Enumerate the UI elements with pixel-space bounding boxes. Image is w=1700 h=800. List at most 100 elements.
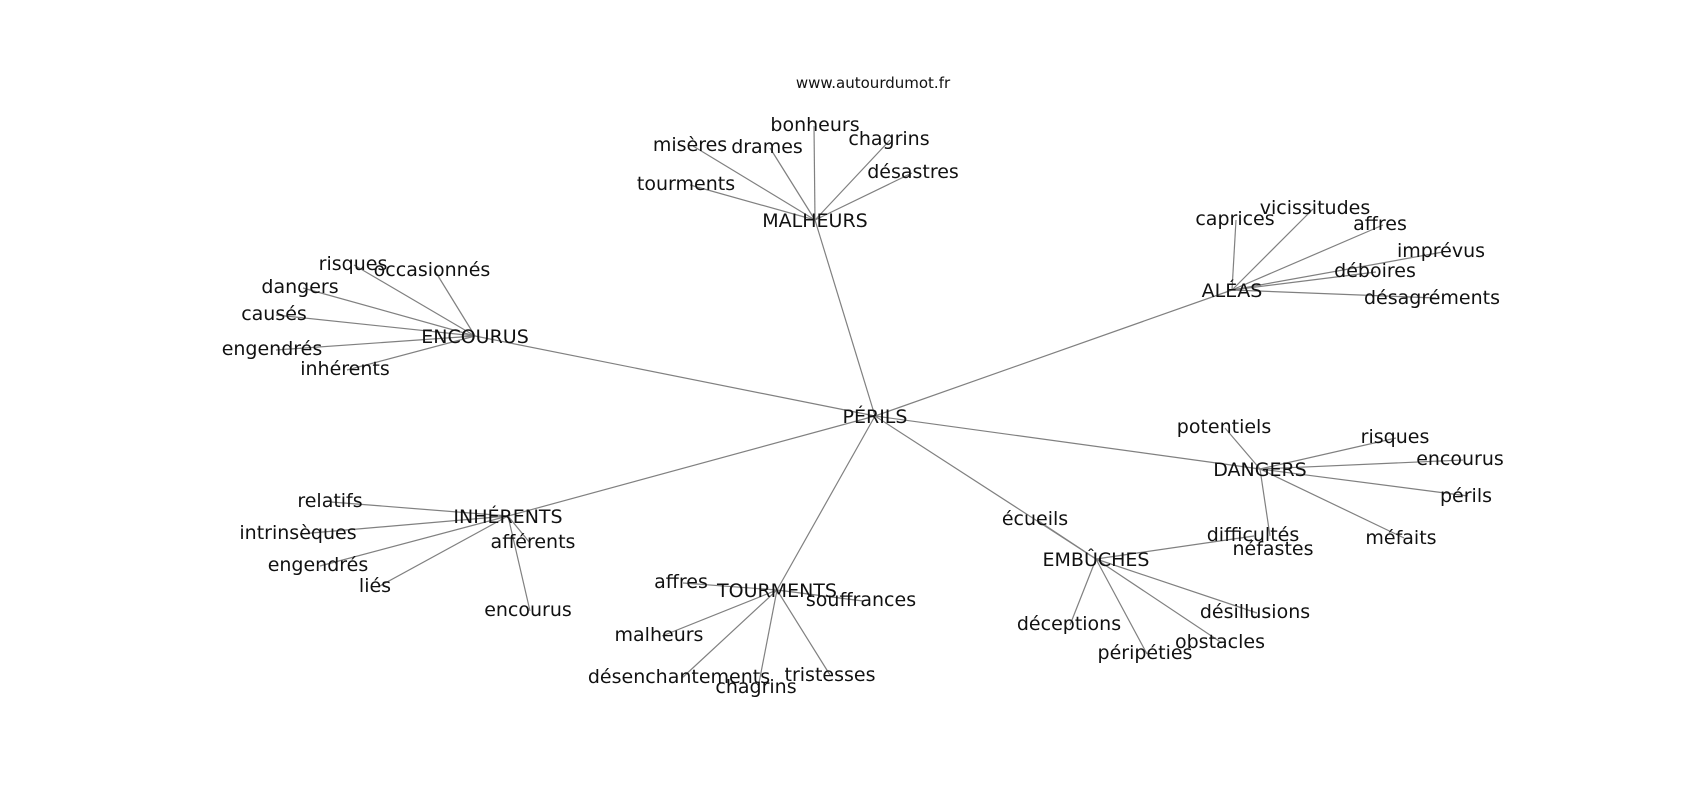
word-node-dangers-encourus: encourus <box>1416 448 1504 470</box>
edge-inherents-afferents <box>507 515 531 544</box>
word-node-aleas-desagrements: désagréments <box>1364 287 1500 309</box>
edge-embuches-deceptions <box>1069 558 1097 626</box>
edge-inherents-engendres <box>319 515 509 567</box>
edge-tourments-chagrins <box>757 589 778 689</box>
word-node-dangers-potentiels: potentiels <box>1177 416 1271 438</box>
word-node-malheurs-desastres: désastres <box>867 161 959 183</box>
word-node-aleas-imprevus: imprévus <box>1397 240 1485 262</box>
word-node-aleas-caprices: caprices <box>1195 208 1274 230</box>
graph-edges <box>275 125 1469 689</box>
word-node-encourus-engendres: engendrés <box>222 338 323 360</box>
edge-malheurs-drames <box>769 147 816 221</box>
hub-node-encourus: ENCOURUS <box>421 326 529 348</box>
word-node-tourments-chagrins: chagrins <box>715 676 796 698</box>
word-node-embuches-deceptions: déceptions <box>1017 613 1121 635</box>
word-node-encourus-causes: causés <box>241 303 307 325</box>
edge-dangers-mefaits <box>1259 468 1405 539</box>
edge-aleas-vicissitudes <box>1231 208 1314 291</box>
edge-embuches-difficultes <box>1095 535 1255 560</box>
edge-malheurs-tourments <box>689 184 816 221</box>
center-node: PÉRILS <box>843 405 908 428</box>
edge-embuches-obstacles <box>1095 558 1223 644</box>
edge-inherents-encourus <box>507 515 531 612</box>
hub-node-tourments: TOURMENTS <box>716 580 837 602</box>
word-node-tourments-malheurs: malheurs <box>615 624 704 646</box>
word-node-aleas-affres: affres <box>1353 213 1407 235</box>
edge-aleas-desagrements <box>1231 289 1437 299</box>
edge-encourus-engendres <box>275 335 476 351</box>
word-node-encourus-dangers: dangers <box>261 276 338 298</box>
word-node-embuches-ecueils: écueils <box>1002 508 1068 530</box>
word-node-inherents-intrinseques: intrinsèques <box>239 522 356 544</box>
word-node-inherents-relatifs: relatifs <box>297 490 362 512</box>
edge-malheurs-chagrins <box>814 139 891 221</box>
word-node-embuches-peripeties: péripéties <box>1098 642 1193 664</box>
edge-encourus-causes <box>275 314 476 337</box>
word-node-tourments-affres: affres <box>654 571 708 593</box>
word-node-tourments-desenchantements: désenchantements <box>588 666 770 688</box>
edge-tourments-affres <box>682 582 778 591</box>
edge-tourments-desenchantements <box>681 589 778 679</box>
edge-center-malheurs <box>814 219 876 417</box>
edge-inherents-intrinseques <box>299 515 509 535</box>
word-node-dangers-mefaits: méfaits <box>1365 527 1436 549</box>
word-node-malheurs-miseres: misères <box>653 134 727 156</box>
hub-node-malheurs: MALHEURS <box>762 210 867 232</box>
hub-node-dangers: DANGERS <box>1213 459 1307 481</box>
word-node-embuches-desillusions: désillusions <box>1200 601 1310 623</box>
edge-inherents-lies <box>377 515 509 588</box>
word-node-aleas-deboires: déboires <box>1334 260 1416 282</box>
edge-dangers-potentiels <box>1224 427 1261 470</box>
edge-embuches-peripeties <box>1095 558 1148 655</box>
edge-malheurs-miseres <box>692 145 816 221</box>
word-node-malheurs-bonheurs: bonheurs <box>770 114 859 136</box>
word-node-encourus-occasionnes: occasionnés <box>374 259 491 281</box>
edge-tourments-souffrances <box>776 589 864 602</box>
edge-encourus-risques <box>353 264 476 337</box>
edge-inherents-relatifs <box>330 501 509 517</box>
edge-aleas-deboires <box>1231 271 1377 291</box>
graph-labels: www.autourdumot.fr MALHEURS bonheurs misèr… <box>222 74 1504 698</box>
hub-node-aleas: ALÉAS <box>1202 279 1263 302</box>
word-node-dangers-perils: périls <box>1440 485 1492 507</box>
word-node-encourus-risques: risques <box>319 253 388 275</box>
hub-node-embuches: EMBÛCHES <box>1043 547 1150 571</box>
edge-embuches-ecueils <box>1036 519 1097 560</box>
site-credit: www.autourdumot.fr <box>796 74 951 92</box>
word-node-malheurs-tourments: tourments <box>637 173 735 195</box>
edge-tourments-malheurs <box>661 589 778 637</box>
edge-tourments-tristesses <box>776 589 831 676</box>
word-node-tourments-tristesses: tristesses <box>785 664 876 686</box>
edge-center-aleas <box>874 289 1233 417</box>
word-node-malheurs-chagrins: chagrins <box>848 128 929 150</box>
word-node-inherents-encourus: encourus <box>484 599 572 621</box>
edge-center-encourus <box>474 335 876 417</box>
word-node-aleas-vicissitudes: vicissitudes <box>1260 197 1370 219</box>
edge-encourus-dangers <box>302 287 476 337</box>
edge-dangers-perils <box>1259 468 1469 497</box>
word-node-embuches-difficultes: difficultés <box>1207 524 1300 546</box>
edge-center-dangers <box>874 415 1261 470</box>
edge-aleas-affres <box>1231 224 1384 291</box>
word-node-inherents-afferents: afférents <box>491 531 576 553</box>
edge-embuches-desillusions <box>1095 558 1258 614</box>
edge-malheurs-desastres <box>814 172 913 221</box>
word-node-embuches-obstacles: obstacles <box>1175 631 1265 653</box>
word-node-inherents-engendres: engendrés <box>268 554 369 576</box>
edge-dangers-risques <box>1259 437 1397 470</box>
edge-aleas-caprices <box>1231 219 1237 291</box>
word-node-tourments-souffrances: souffrances <box>806 589 916 611</box>
word-node-malheurs-drames: drames <box>731 136 803 158</box>
hub-node-inherents: INHÉRENTS <box>453 505 562 528</box>
word-node-dangers-nefastes: néfastes <box>1232 538 1313 560</box>
word-node-dangers-risques: risques <box>1361 426 1430 448</box>
edge-center-inherents <box>507 415 876 517</box>
edge-dangers-encourus <box>1259 459 1464 470</box>
edge-aleas-imprevus <box>1231 251 1444 291</box>
edge-dangers-nefastes <box>1259 468 1271 537</box>
word-node-inherents-lies: liés <box>359 575 391 597</box>
edge-encourus-inherents <box>346 335 476 371</box>
word-node-encourus-inherents: inhérents <box>300 358 390 380</box>
edge-malheurs-bonheurs <box>813 125 816 221</box>
